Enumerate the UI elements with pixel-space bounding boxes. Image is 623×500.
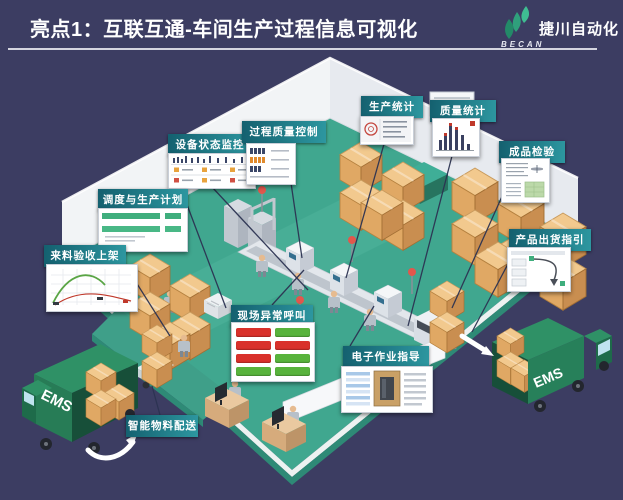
exception-call-grid bbox=[232, 323, 314, 381]
callout-shipping-guide: 产品出货指引 bbox=[507, 229, 591, 292]
exception-status-button bbox=[236, 367, 271, 376]
callout-exception-call: 现场异常呼叫 bbox=[231, 305, 315, 382]
pallet-radiator bbox=[204, 293, 232, 319]
callout-process-quality: 过程质量控制 bbox=[242, 121, 326, 185]
exception-status-button bbox=[275, 367, 310, 376]
exception-call-label: 现场异常呼叫 bbox=[231, 305, 313, 327]
callout-quality-stats: 质量统计 bbox=[430, 100, 496, 157]
production-stats-label: 生产统计 bbox=[361, 96, 423, 118]
becan-logo-text: BECAN bbox=[501, 40, 545, 49]
quality-stats-screenshot bbox=[432, 118, 480, 157]
scan-gate bbox=[250, 197, 276, 240]
callout-material-delivery: 智能物料配送 bbox=[126, 415, 198, 437]
exception-status-button bbox=[275, 328, 310, 337]
equipment-status-label: 设备状态监控 bbox=[168, 134, 252, 156]
work-instruction-label: 电子作业指导 bbox=[343, 346, 429, 368]
work-instruction-screenshot bbox=[341, 366, 433, 413]
exception-status-button bbox=[236, 354, 271, 363]
ems-truck-left: EMS bbox=[22, 344, 138, 454]
connector-lines bbox=[121, 141, 510, 416]
final-inspection-label: 成品检验 bbox=[499, 141, 565, 163]
callout-production-stats: 生产统计 bbox=[360, 96, 423, 145]
becan-logo-icon bbox=[505, 6, 530, 39]
scheduling-label: 调度与生产计划 bbox=[98, 189, 188, 211]
exception-status-button bbox=[275, 341, 310, 350]
callout-work-instruction: 电子作业指导 bbox=[341, 346, 433, 413]
callout-scheduling: 调度与生产计划 bbox=[98, 189, 188, 252]
arrow-right bbox=[459, 333, 494, 356]
process-quality-label: 过程质量控制 bbox=[242, 121, 326, 143]
incoming-material-label: 来料验收上架 bbox=[44, 245, 126, 267]
brand-name: 捷川自动化 bbox=[539, 21, 620, 38]
exception-status-button bbox=[275, 354, 310, 363]
exception-call-screenshot bbox=[231, 322, 315, 382]
shipping-guide-label: 产品出货指引 bbox=[509, 229, 591, 251]
callout-equipment-status: 设备状态监控 bbox=[168, 134, 256, 189]
equipment-status-screenshot bbox=[168, 153, 256, 189]
page-title: 亮点1：互联互通-车间生产过程信息可视化 bbox=[30, 19, 418, 41]
exception-status-button bbox=[236, 328, 271, 337]
machine bbox=[373, 284, 403, 319]
incoming-material-screenshot bbox=[46, 264, 138, 312]
material-delivery-label: 智能物料配送 bbox=[126, 415, 198, 437]
exception-status-button bbox=[236, 341, 271, 350]
production-stats-screenshot bbox=[360, 116, 414, 145]
delivery-cart bbox=[136, 324, 190, 389]
quality-stats-label: 质量统计 bbox=[430, 100, 496, 122]
process-quality-screenshot bbox=[246, 143, 296, 185]
callout-final-inspection: 成品检验 bbox=[499, 141, 565, 203]
scheduling-screenshot bbox=[98, 208, 188, 252]
title-underline bbox=[8, 48, 597, 50]
callout-incoming-material: 来料验收上架 bbox=[44, 245, 138, 312]
shipping-guide-screenshot bbox=[507, 247, 571, 292]
ems-truck-right: EMS bbox=[492, 318, 612, 412]
final-inspection-screenshot bbox=[501, 158, 550, 203]
